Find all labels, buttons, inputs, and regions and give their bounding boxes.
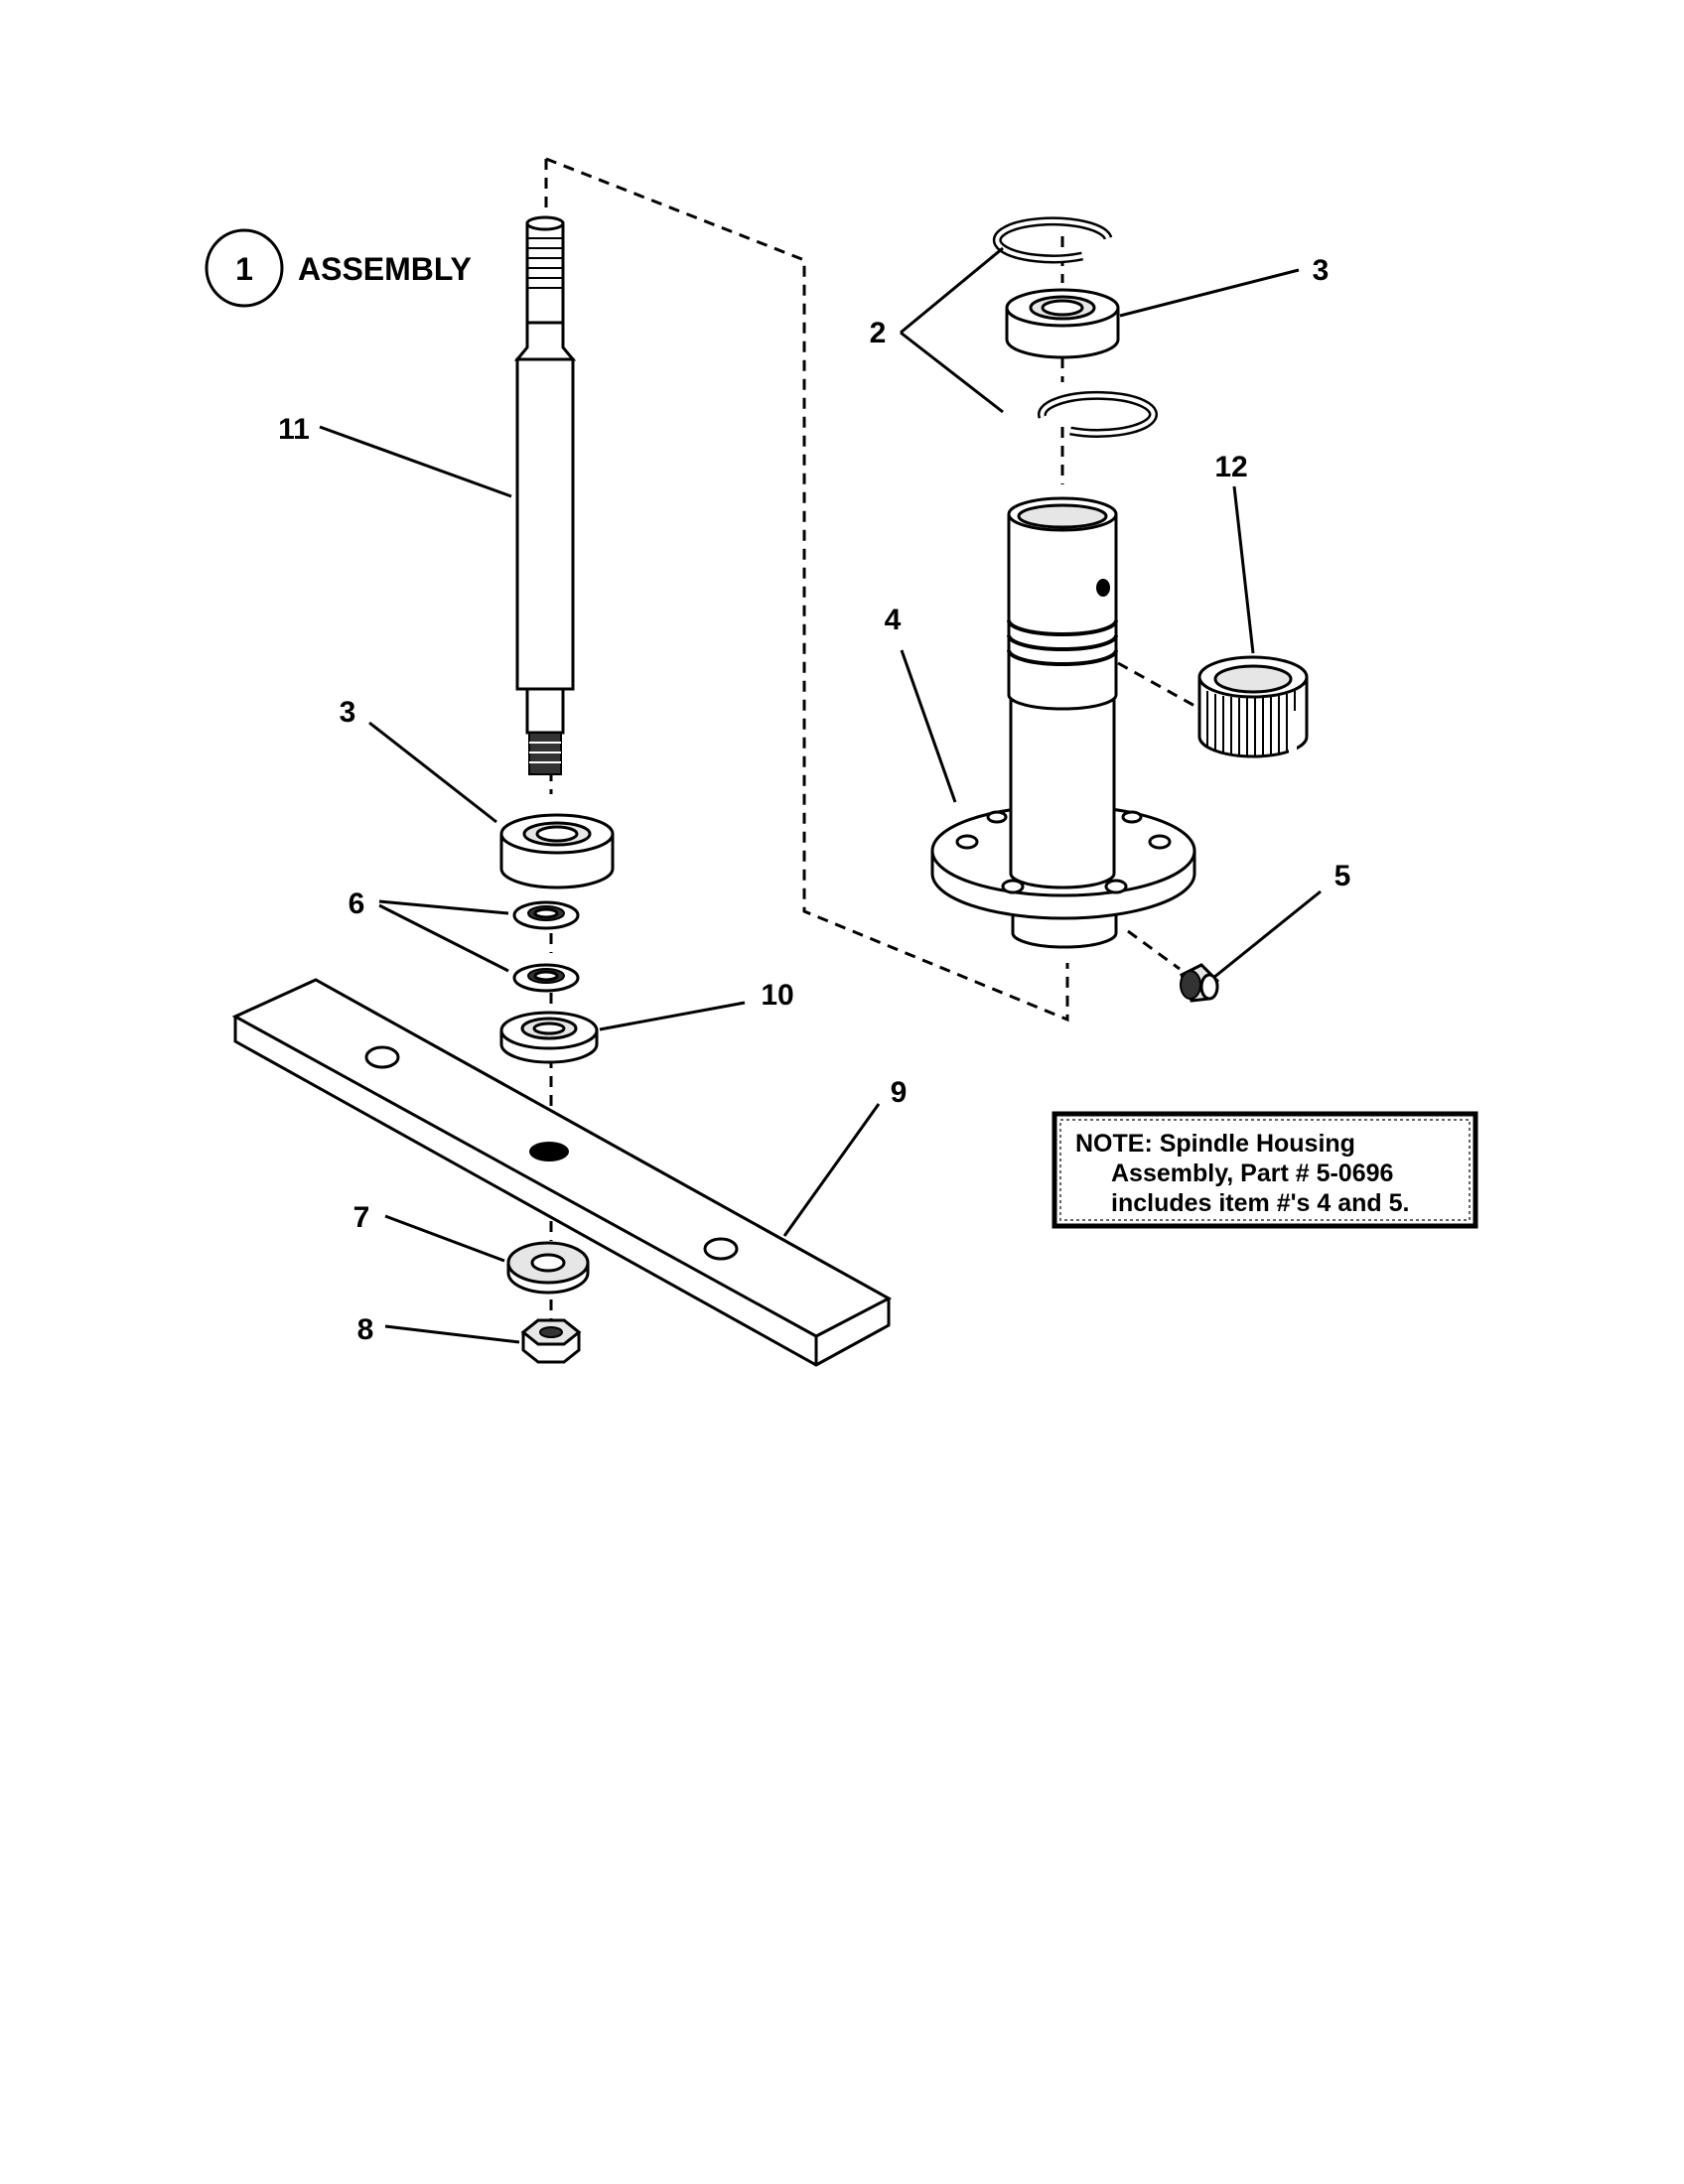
leader-9	[782, 1103, 881, 1237]
callout-3-right: 3	[1313, 254, 1330, 287]
leader-4	[900, 649, 957, 803]
leader-10	[599, 1001, 746, 1031]
leader-5	[1212, 889, 1322, 980]
callout-10: 10	[761, 979, 793, 1012]
note-box-border	[1052, 1111, 1478, 1229]
shaft-lower-step	[525, 687, 565, 735]
blade-adapter	[499, 1011, 599, 1064]
callout-numbers: 11 3 6 10 9 7 8 2 3 4 12 5	[278, 254, 1350, 1346]
roller-bearing-dashed-line	[1117, 661, 1197, 709]
leader-2a	[900, 246, 1004, 335]
spindle-shaft	[513, 215, 577, 775]
note-line-3: includes item #'s 4 and 5.	[1111, 1189, 1410, 1217]
blade-left-hole	[364, 1045, 400, 1069]
housing-upper-tube	[1007, 514, 1118, 711]
note-box: NOTE: Spindle Housing Assembly, Part # 5…	[1052, 1111, 1478, 1229]
leader-8	[384, 1324, 520, 1344]
shaft-bottom-threads	[529, 742, 561, 763]
note-line-2: Assembly, Part # 5-0696	[1111, 1160, 1393, 1187]
callout-2: 2	[870, 317, 887, 349]
leader-11	[319, 425, 512, 498]
callout-12: 12	[1214, 451, 1247, 483]
leader-2b	[900, 331, 1004, 414]
assembly-title: 1 ASSEMBLY	[205, 228, 472, 308]
shaft-shoulder	[513, 321, 577, 361]
blade-center-hole	[529, 1142, 569, 1161]
washers	[512, 900, 580, 993]
shaft-to-housing-dashed-line	[544, 157, 1069, 1023]
housing-bottom-boss	[1011, 911, 1118, 949]
housing-grease-port	[1096, 579, 1110, 597]
flange-bolt-holes	[955, 810, 1172, 894]
callout-4: 4	[885, 604, 902, 636]
assembly-lines	[544, 157, 1197, 1320]
shaft-top-end	[525, 215, 565, 231]
leader-lines	[319, 246, 1322, 1344]
callout-7: 7	[353, 1201, 370, 1234]
callout-5: 5	[1334, 860, 1351, 892]
needle-roller-bearing	[1197, 655, 1309, 758]
callout-11: 11	[278, 413, 310, 446]
fitting-dashed-line	[1127, 929, 1181, 971]
leader-3-left	[368, 721, 497, 824]
callout-6: 6	[349, 887, 365, 920]
spindle-housing	[930, 496, 1196, 949]
snap-rings	[992, 216, 1158, 438]
note-line-1: NOTE: Spindle Housing	[1075, 1130, 1355, 1158]
assembly-number: 1	[235, 251, 253, 287]
assembly-number-circle	[205, 228, 284, 308]
callout-9: 9	[891, 1076, 908, 1109]
leader-7	[384, 1214, 505, 1263]
shaft-body	[515, 357, 575, 691]
shaft-top-threads	[527, 237, 563, 289]
flat-washer	[506, 1241, 590, 1295]
hex-nut	[520, 1318, 582, 1364]
callout-8: 8	[357, 1313, 374, 1346]
mower-blade	[231, 978, 893, 1367]
blade-right-hole	[703, 1237, 739, 1261]
grease-fitting	[1180, 963, 1219, 1003]
leader-6a	[378, 899, 509, 915]
right-ball-bearing	[1005, 288, 1120, 359]
callout-3-left: 3	[340, 696, 356, 729]
housing-groove-band	[1007, 619, 1118, 666]
left-ball-bearing	[499, 813, 615, 889]
leader-6b	[378, 903, 509, 973]
leader-3-right	[1119, 268, 1300, 318]
assembly-title-text: ASSEMBLY	[298, 251, 472, 287]
leader-12	[1232, 485, 1255, 654]
